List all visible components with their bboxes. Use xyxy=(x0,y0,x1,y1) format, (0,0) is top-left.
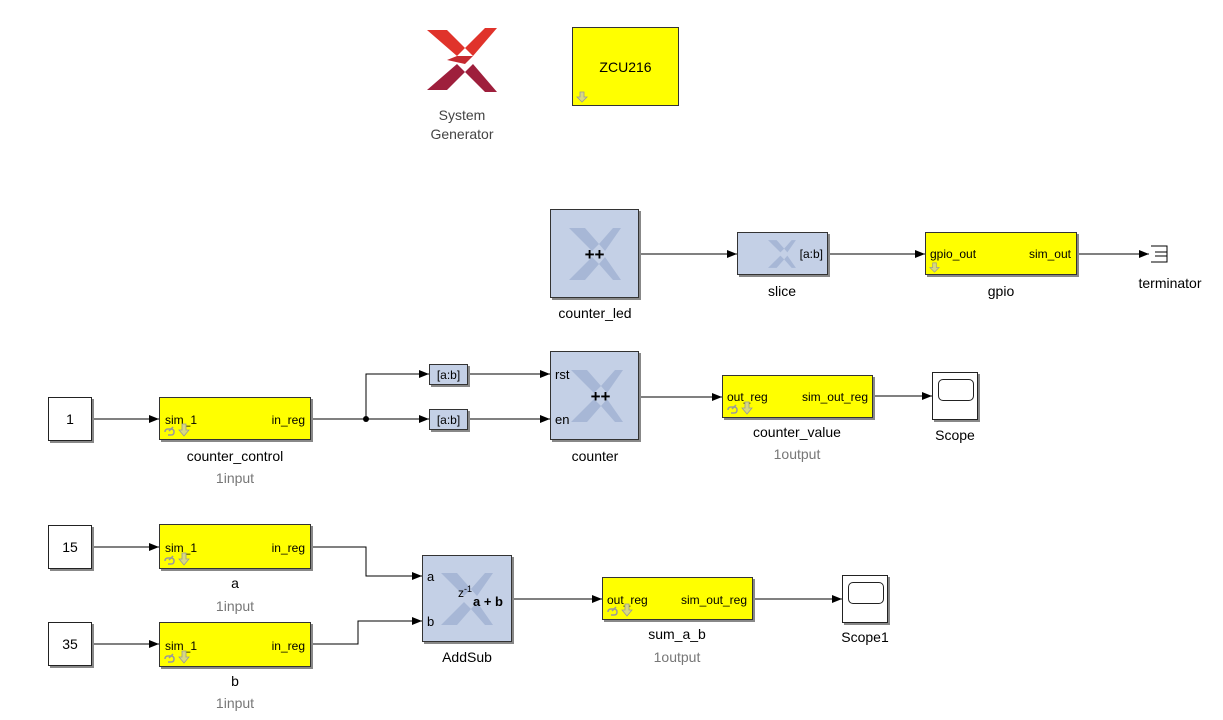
scope1-block[interactable] xyxy=(842,575,888,623)
gateway-in-a-block[interactable]: sim_1 in_reg xyxy=(159,524,311,569)
constant-1-block[interactable]: 1 xyxy=(48,397,92,441)
link-icon xyxy=(607,603,633,617)
slice-en-text: [a:b] xyxy=(436,413,461,427)
link-icon xyxy=(164,650,190,664)
arrow-down-icon xyxy=(929,262,940,273)
counter-value-out-port: sim_out_reg xyxy=(801,390,868,404)
slice-label: slice xyxy=(767,283,796,299)
counter-symbol: ++ xyxy=(590,387,611,406)
scope-block[interactable] xyxy=(932,372,978,420)
counter-led-symbol: ++ xyxy=(584,245,605,264)
terminator-label[interactable]: terminator xyxy=(1138,275,1202,291)
counter-control-out-port: in_reg xyxy=(271,413,305,427)
b-label: b xyxy=(231,673,239,689)
sum-a-b-in-port: out_reg xyxy=(607,593,648,607)
counter-led-label: counter_led xyxy=(558,305,632,321)
constant-15-block[interactable]: 15 xyxy=(48,525,92,569)
counter-control-block[interactable]: sim_1 in_reg xyxy=(159,397,311,440)
slice-rst-block[interactable]: [a:b] xyxy=(429,364,468,385)
terminator-symbol xyxy=(1151,245,1168,263)
gateway-in-b-block[interactable]: sim_1 in_reg xyxy=(159,622,311,667)
slice-text: [a:b] xyxy=(799,247,823,261)
wire-a-to-addsub xyxy=(311,546,422,580)
a-sublabel: 1input xyxy=(215,598,255,614)
addsub-op: a + b xyxy=(473,594,503,609)
gpio-in-port: gpio_out xyxy=(930,247,977,261)
b-in-port: sim_1 xyxy=(165,639,198,653)
counter-value-block[interactable]: out_reg sim_out_reg xyxy=(722,375,873,418)
scope1-label: Scope1 xyxy=(841,629,889,645)
counter-control-sublabel: 1input xyxy=(215,470,255,486)
counter-value-sublabel: 1output xyxy=(773,446,821,462)
a-label: a xyxy=(231,575,239,591)
gpio-out-port: sim_out xyxy=(1028,247,1071,261)
gpio-block[interactable]: gpio_out sim_out xyxy=(925,232,1077,275)
b-sublabel: 1input xyxy=(215,695,255,711)
counter-block[interactable]: rst ++ en xyxy=(550,351,639,440)
counter-port-en: en xyxy=(555,412,570,427)
sum-a-b-label: sum_a_b xyxy=(648,626,706,642)
slice-en-block[interactable]: [a:b] xyxy=(429,409,468,430)
arrow-down-icon xyxy=(576,91,588,103)
slice-block[interactable]: [a:b] xyxy=(737,232,828,275)
counter-port-rst: rst xyxy=(555,367,570,382)
sum-a-b-out-port: sim_out_reg xyxy=(680,593,747,607)
sum-a-b-block[interactable]: out_reg sim_out_reg xyxy=(602,577,753,620)
link-icon xyxy=(164,552,190,566)
counter-value-label: counter_value xyxy=(753,424,841,440)
system-generator-label-line2: Generator xyxy=(430,126,494,142)
counter-control-label: counter_control xyxy=(186,448,284,464)
addsub-delay: z-1 xyxy=(458,584,472,600)
scope-label: Scope xyxy=(935,427,975,443)
link-icon xyxy=(164,423,190,437)
addsub-delay-exp: -1 xyxy=(464,584,473,594)
sum-a-b-sublabel: 1output xyxy=(653,649,701,665)
system-generator-logo-icon xyxy=(427,28,497,92)
xilinx-watermark-icon xyxy=(441,573,493,625)
branch-point xyxy=(363,416,369,422)
link-icon xyxy=(727,401,753,415)
scope-screen-icon xyxy=(848,582,884,604)
xilinx-watermark-icon xyxy=(569,228,621,280)
slice-rst-text: [a:b] xyxy=(436,368,461,382)
board-name: ZCU216 xyxy=(599,59,652,75)
xilinx-watermark-icon xyxy=(571,370,623,422)
a-in-port: sim_1 xyxy=(165,541,198,555)
counter-value-in-port: out_reg xyxy=(727,390,768,404)
wire-b-to-addsub xyxy=(311,617,422,645)
system-generator-block[interactable]: System Generator xyxy=(420,24,504,144)
gpio-label: gpio xyxy=(987,283,1015,299)
a-out-port: in_reg xyxy=(271,541,305,555)
addsub-port-b: b xyxy=(427,614,435,629)
board-block[interactable]: ZCU216 xyxy=(572,27,679,106)
wire-branch-to-slice-rst xyxy=(365,370,429,419)
counter-control-in-port: sim_1 xyxy=(165,413,198,427)
system-generator-label: System Generator xyxy=(420,106,504,144)
addsub-block[interactable]: a z-1 a + b b xyxy=(422,555,512,642)
scope-screen-icon xyxy=(938,379,974,401)
counter-led-block[interactable]: ++ xyxy=(550,209,639,298)
xilinx-watermark-icon xyxy=(768,240,796,268)
counter-label: counter xyxy=(571,448,619,464)
b-out-port: in_reg xyxy=(271,639,305,653)
addsub-port-a: a xyxy=(427,569,435,584)
addsub-delay-z: z xyxy=(458,586,464,600)
system-generator-label-line1: System xyxy=(438,107,486,123)
addsub-label: AddSub xyxy=(442,649,492,665)
constant-35-block[interactable]: 35 xyxy=(48,622,92,666)
